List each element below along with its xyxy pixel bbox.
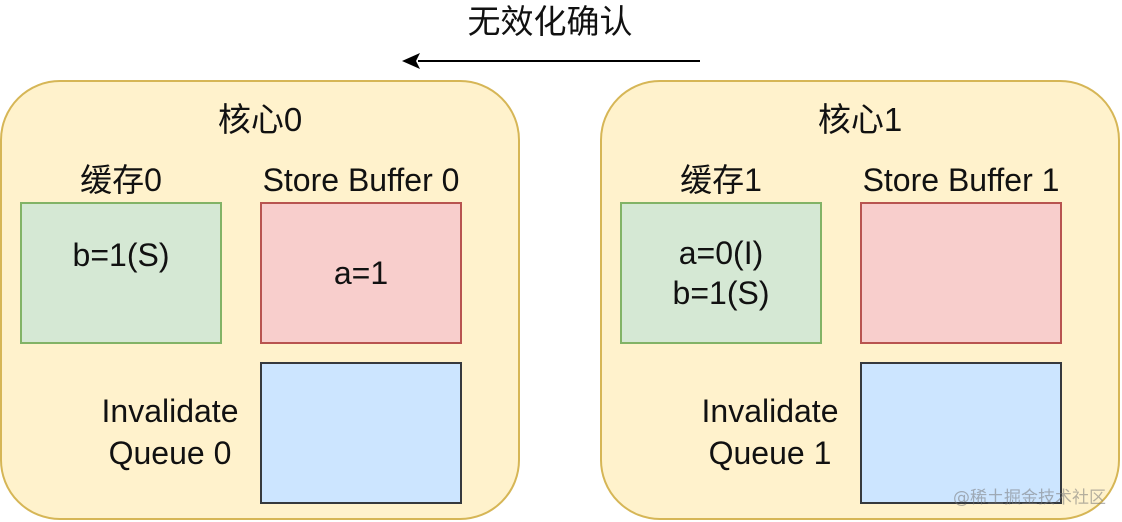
invalidate-queue-label-line: Queue 0 (108, 435, 232, 471)
invalidate-queue-label-line: Invalidate (701, 393, 839, 429)
cache-line: a=0(I) (678, 235, 764, 271)
cache-box: b=1(S) (20, 202, 222, 344)
invalidate-queue-box (260, 362, 462, 504)
invalidate-queue-label: Invalidate Queue 0 (80, 390, 260, 474)
cache-label: 缓存0 (80, 162, 162, 198)
store-buffer-box: a=1 (260, 202, 462, 344)
cache-box: a=0(I) b=1(S) (620, 202, 822, 344)
invalidate-queue-label: Invalidate Queue 1 (680, 390, 860, 474)
core-title: 核心1 (817, 101, 903, 138)
invalidate-queue-label-line: Queue 1 (708, 435, 832, 471)
cache-line: b=1(S) (672, 275, 770, 311)
arrow-label: 无效化确认 (467, 2, 633, 41)
store-buffer-label: Store Buffer 1 (862, 162, 1060, 198)
core-title: 核心0 (217, 101, 303, 138)
watermark: @稀土掘金技术社区 (953, 488, 1106, 508)
cache-line: b=1(S) (72, 237, 170, 273)
cache-label: 缓存1 (680, 162, 762, 198)
core-0: 核心0 缓存0 b=1(S) Store Buffer 0 a=1 Invali… (0, 80, 520, 520)
invalidate-queue-label-line: Invalidate (101, 393, 239, 429)
store-buffer-box (860, 202, 1062, 344)
invalidate-queue-box (860, 362, 1062, 504)
left-arrow-icon (402, 53, 700, 69)
store-buffer-entry: a=1 (333, 255, 389, 291)
invalidate-ack-arrow-group: 无效化确认 (0, 0, 1122, 110)
core-1: 核心1 缓存1 a=0(I) b=1(S) Store Buffer 1 Inv… (600, 80, 1120, 520)
store-buffer-label: Store Buffer 0 (262, 162, 460, 198)
